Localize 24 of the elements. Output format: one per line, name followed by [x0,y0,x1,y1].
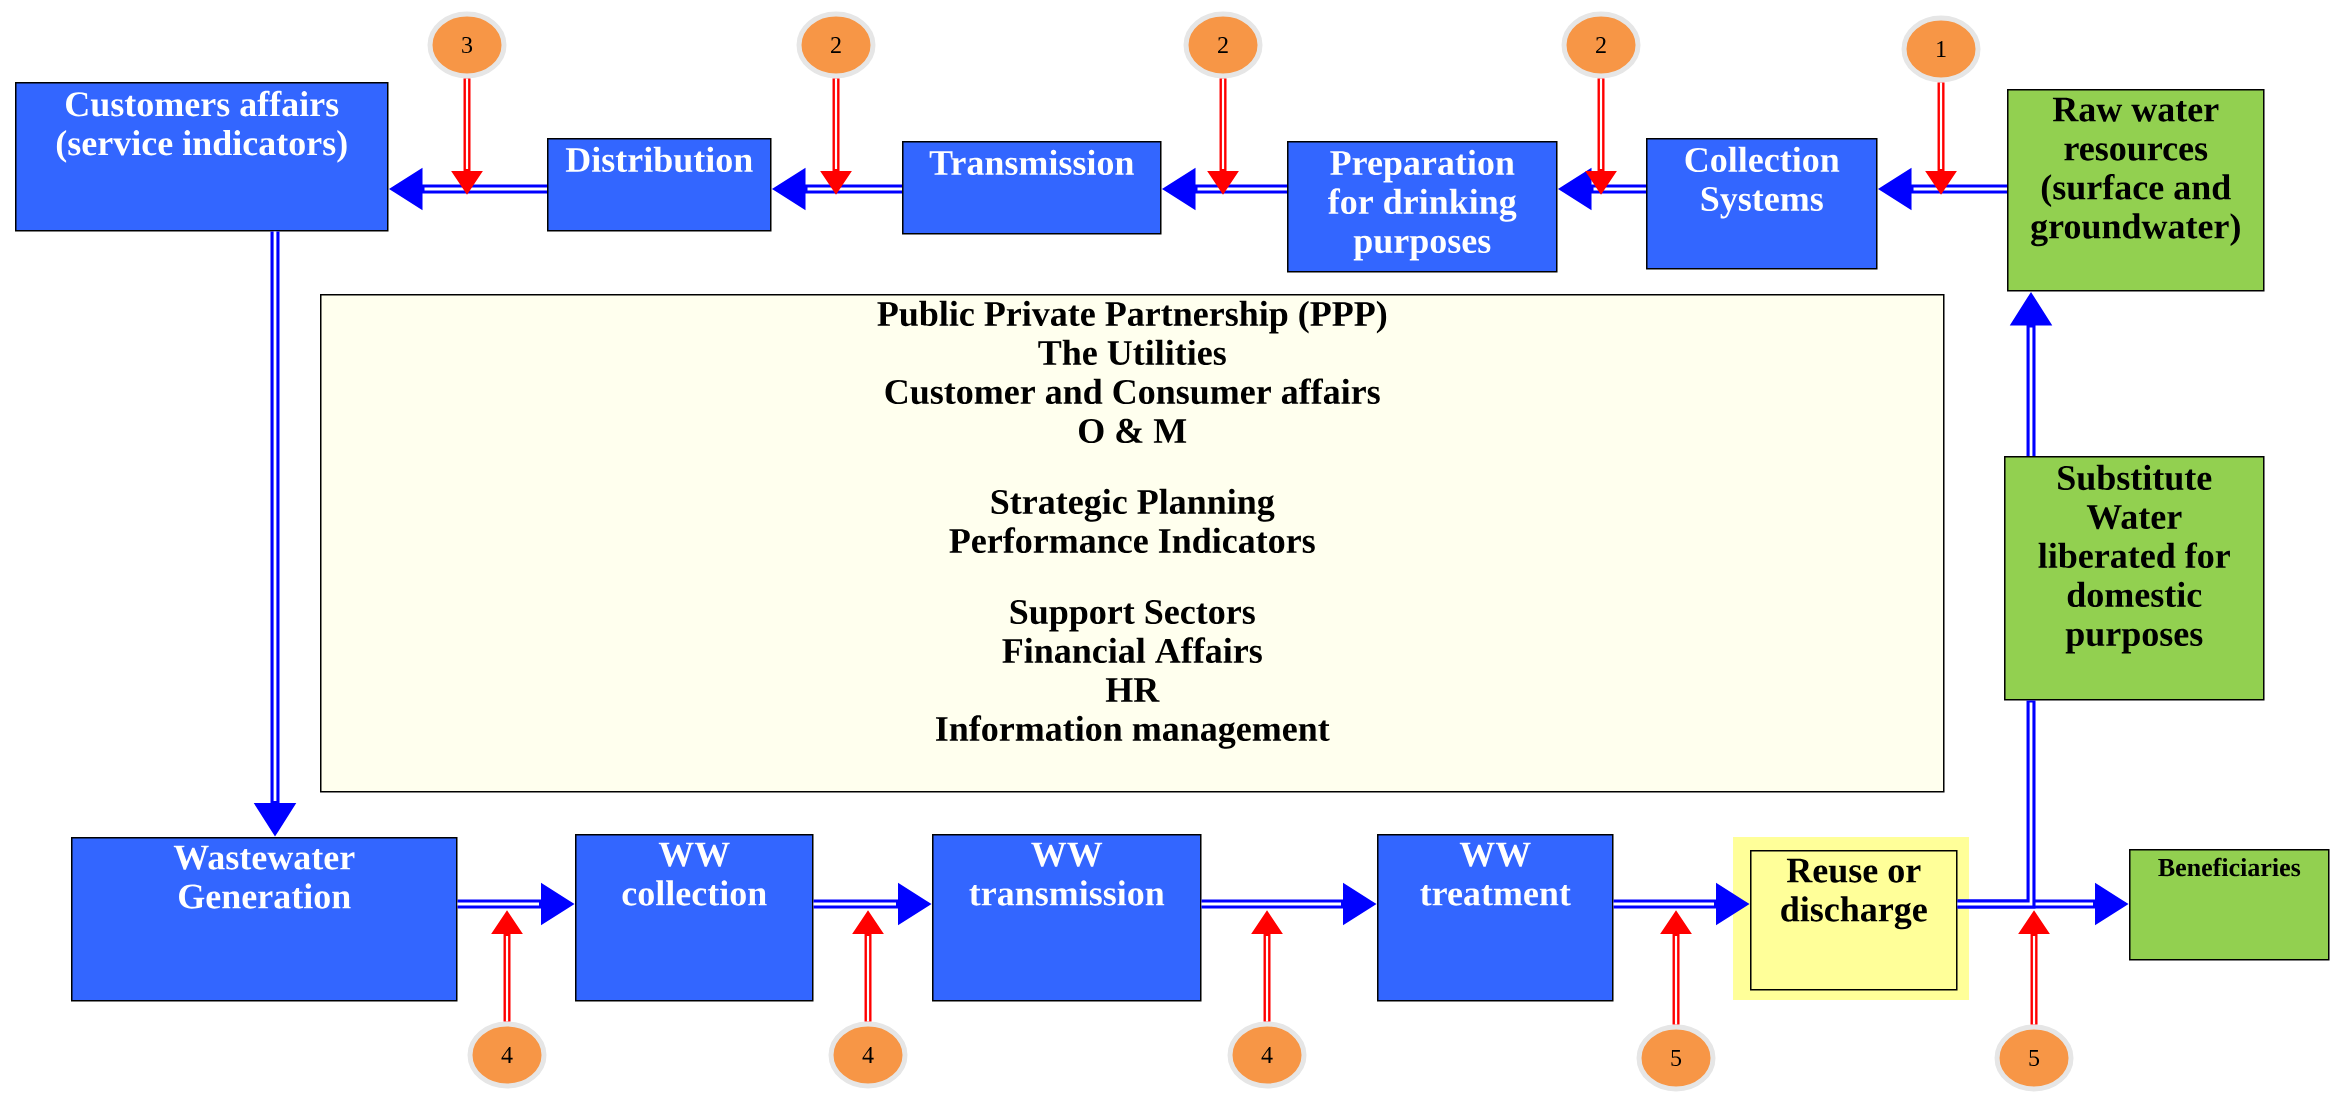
number-badge: 1 [1901,15,1981,83]
number-badge: 5 [1994,1024,2074,1092]
process-box: Substitute Water liberated for domestic purposes [2004,456,2265,701]
number-badge: 3 [427,11,507,79]
number-badge: 2 [1183,11,1263,79]
process-box: Distribution [547,138,772,232]
number-badge: 2 [1561,11,1641,79]
process-box: Customers affairs (service indicators) [15,82,389,232]
info-panel: Public Private Partnership (PPP) The Utilities Customer and Consumer affairs O & M Strategic Planning Performance Indicators Support Sectors Financial Affairs HR Information management [320,294,1945,793]
process-box: Beneficiaries [2129,849,2330,961]
process-box: Reuse or discharge [1733,837,1969,1000]
process-box: WW transmission [932,834,1202,1002]
process-box: WW treatment [1377,834,1614,1002]
number-badge: 4 [828,1021,908,1089]
number-badge: 4 [467,1021,547,1089]
number-badge: 4 [1227,1021,1307,1089]
process-box: Transmission [902,141,1162,235]
process-box: Raw water resources (surface and groundwater) [2007,89,2265,292]
process-box: Collection Systems [1646,138,1878,270]
number-badge: 5 [1636,1024,1716,1092]
number-badge: 2 [796,11,876,79]
process-box: Wastewater Generation [71,837,458,1002]
process-box: WW collection [575,834,814,1002]
process-box: Preparation for drinking purposes [1287,141,1558,273]
